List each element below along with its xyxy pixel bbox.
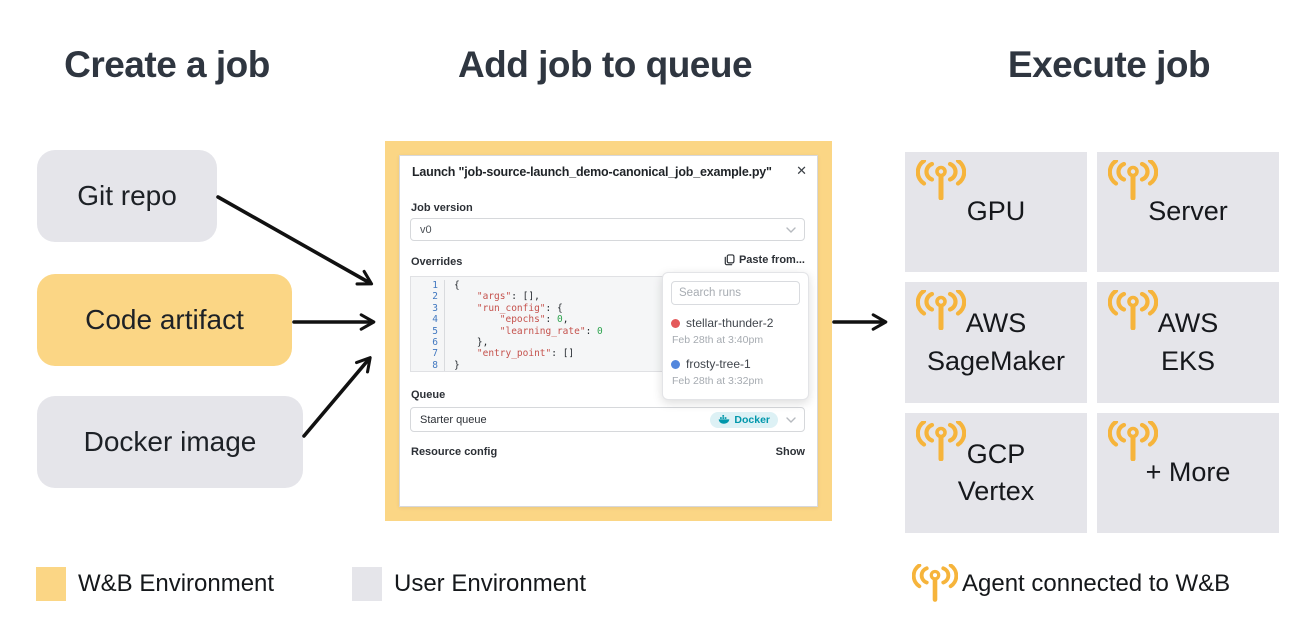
code-line: 1 { [411,280,804,292]
heading-create-job: Create a job [64,44,270,85]
line-number: 7 [411,348,445,360]
wandb-environment-frame: Launch "job-source-launch_demo-canonical… [385,141,832,521]
legend-wandb-swatch [36,567,66,601]
resource-config-row: Resource config Show [411,446,805,458]
job-version-select[interactable]: v0 [410,218,805,241]
run-item[interactable]: frosty-tree-1 [671,357,800,371]
line-number: 5 [411,325,445,338]
close-icon[interactable]: ✕ [796,163,807,178]
source-box-docker-image: Docker image [37,396,303,488]
source-box-label: Git repo [77,180,177,211]
queue-label: Queue [411,389,446,401]
run-entry: frosty-tree-1 Feb 28th at 3:32pm [671,357,800,387]
agent-antenna-icon [916,421,966,461]
execute-target-label: Server [1148,196,1228,227]
line-number: 3 [411,302,445,315]
legend-agent-label: Agent connected to W&B [962,570,1231,597]
run-color-dot [671,318,680,328]
paste-from-button[interactable]: Paste from... [724,254,805,266]
code-line: 6 }, [411,337,804,349]
code-text: "args": [], [476,291,540,303]
chevron-down-icon [786,416,796,423]
code-line: 4 "epochs": 0, [411,314,804,326]
job-version-label: Job version [411,202,473,214]
agent-antenna-icon [1108,290,1158,330]
resource-config-label: Resource config [411,446,498,458]
legend-wandb-label: W&B Environment [78,570,275,597]
arrow-docker-to-modal [302,356,372,438]
paste-from-label: Paste from... [738,254,805,266]
heading-add-job-to-queue: Add job to queue [457,44,753,85]
line-number: 6 [411,337,445,349]
agent-antenna-icon [916,290,966,330]
heading-execute-job: Execute job [1007,44,1211,85]
code-line: 8 } [411,359,804,371]
execute-target-more: + More [1097,413,1279,533]
code-text: "learning_rate": 0 [499,325,603,337]
runs-list: stellar-thunder-2 Feb 28th at 3:40pm fro… [671,316,800,387]
code-text: } [454,359,460,371]
agent-antenna-icon [1108,160,1158,200]
arrow-git-to-modal [216,195,374,286]
code-text: }, [454,337,489,349]
run-timestamp: Feb 28th at 3:40pm [672,334,764,346]
copy-icon [724,254,735,266]
search-runs-input[interactable] [671,281,800,305]
legend-user-label: User Environment [394,570,587,597]
code-text: "epochs": 0, [499,314,569,326]
run-color-dot [671,359,680,369]
line-number: 2 [411,291,445,303]
line-number: 4 [411,314,445,326]
docker-badge-label: Docker [734,413,770,426]
execute-target-gpu: GPU [905,152,1087,272]
agent-antenna-icon [916,160,966,200]
execute-target-label: GPU [966,196,1026,227]
run-name: frosty-tree-1 [686,357,751,371]
code-line: 3 "run_config": { [411,302,804,315]
queue-value: Starter queue [420,413,487,426]
line-number: 1 [411,280,445,292]
chevron-down-icon [786,226,796,233]
code-text: { [454,280,460,291]
code-line: 2 "args": [], [411,291,804,303]
runs-dropdown: stellar-thunder-2 Feb 28th at 3:40pm fro… [662,272,809,400]
run-name: stellar-thunder-2 [686,316,774,330]
docker-whale-icon [719,415,730,424]
line-number: 8 [411,359,445,371]
source-box-label: Code artifact [85,304,244,335]
launch-job-dialog: Launch "job-source-launch_demo-canonical… [399,155,818,507]
queue-select[interactable]: Starter queue Docker [410,407,805,432]
code-line: 7 "entry_point": [] [411,348,804,360]
source-box-label: Docker image [83,426,257,457]
source-box-git-repo: Git repo [37,150,217,242]
run-timestamp: Feb 28th at 3:32pm [672,375,764,387]
code-line: 5 "learning_rate": 0 [411,325,804,338]
code-text: "run_config": { [476,302,563,314]
code-text: "entry_point": [] [476,348,575,360]
agent-antenna-icon [1108,421,1158,461]
execute-target-server: Server [1097,152,1279,272]
dialog-title: Launch "job-source-launch_demo-canonical… [412,165,772,179]
run-item[interactable]: stellar-thunder-2 [671,316,800,330]
legend-user-swatch [352,567,382,601]
agent-antenna-icon [912,564,958,602]
overrides-label: Overrides [411,256,463,268]
show-button[interactable]: Show [775,446,805,458]
source-box-code-artifact: Code artifact [37,274,292,366]
execute-target-label: + More [1145,457,1231,488]
docker-badge: Docker [710,411,778,428]
job-version-value: v0 [420,223,432,236]
run-entry: stellar-thunder-2 Feb 28th at 3:40pm [671,316,800,346]
agent-antenna-icon [912,564,958,602]
